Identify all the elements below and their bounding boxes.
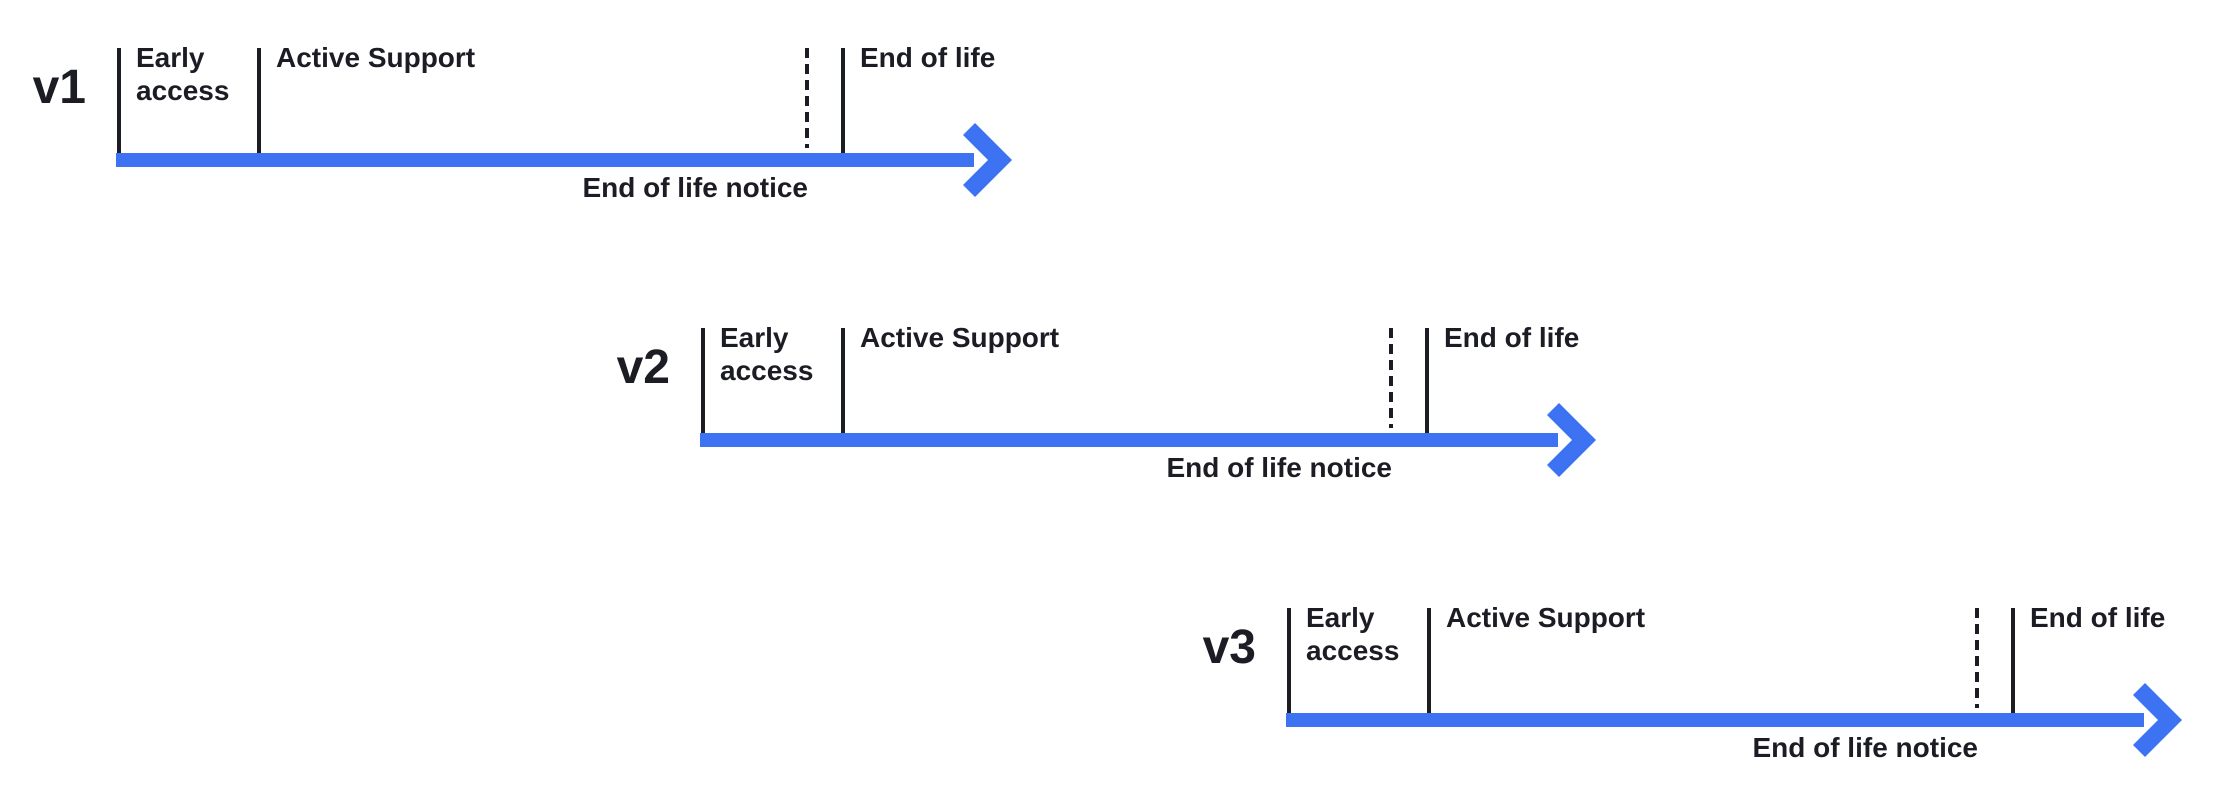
- arrow-right-icon: [2132, 682, 2183, 758]
- arrow-right-icon: [962, 122, 1013, 198]
- timeline-arrow-shaft: [1286, 713, 2144, 727]
- version-label: v1: [32, 61, 86, 114]
- end-of-life-label: End of life: [2030, 602, 2166, 633]
- end-of-life-label: End of life: [860, 42, 996, 73]
- timeline-arrow-shaft: [700, 433, 1558, 447]
- active-support-label: Active Support: [276, 42, 476, 73]
- timeline-row-v2: v2 Early access Active Support End of li…: [617, 322, 1640, 498]
- timeline-graphic: [700, 328, 1597, 478]
- version-label: v2: [616, 341, 670, 394]
- arrow-right-icon: [1546, 402, 1597, 478]
- timeline-row-v1: v1 Early access Active Support End of li…: [33, 42, 1056, 218]
- timeline-graphic: [1286, 608, 2183, 758]
- end-of-life-label: End of life: [1444, 322, 1580, 353]
- early-access-label: Early access: [720, 322, 814, 386]
- timeline-graphic: [116, 48, 1013, 198]
- timeline-arrow-shaft: [116, 153, 974, 167]
- active-support-label: Active Support: [860, 322, 1060, 353]
- active-support-label: Active Support: [1446, 602, 1646, 633]
- end-of-life-notice-label: End of life notice: [1752, 732, 1978, 763]
- end-of-life-notice-label: End of life notice: [582, 172, 808, 203]
- version-label: v3: [1202, 621, 1256, 674]
- end-of-life-notice-label: End of life notice: [1166, 452, 1392, 483]
- early-access-label: Early access: [136, 42, 230, 106]
- timeline-row-v3: v3 Early access Active Support End of li…: [1203, 602, 2226, 778]
- early-access-label: Early access: [1306, 602, 1400, 666]
